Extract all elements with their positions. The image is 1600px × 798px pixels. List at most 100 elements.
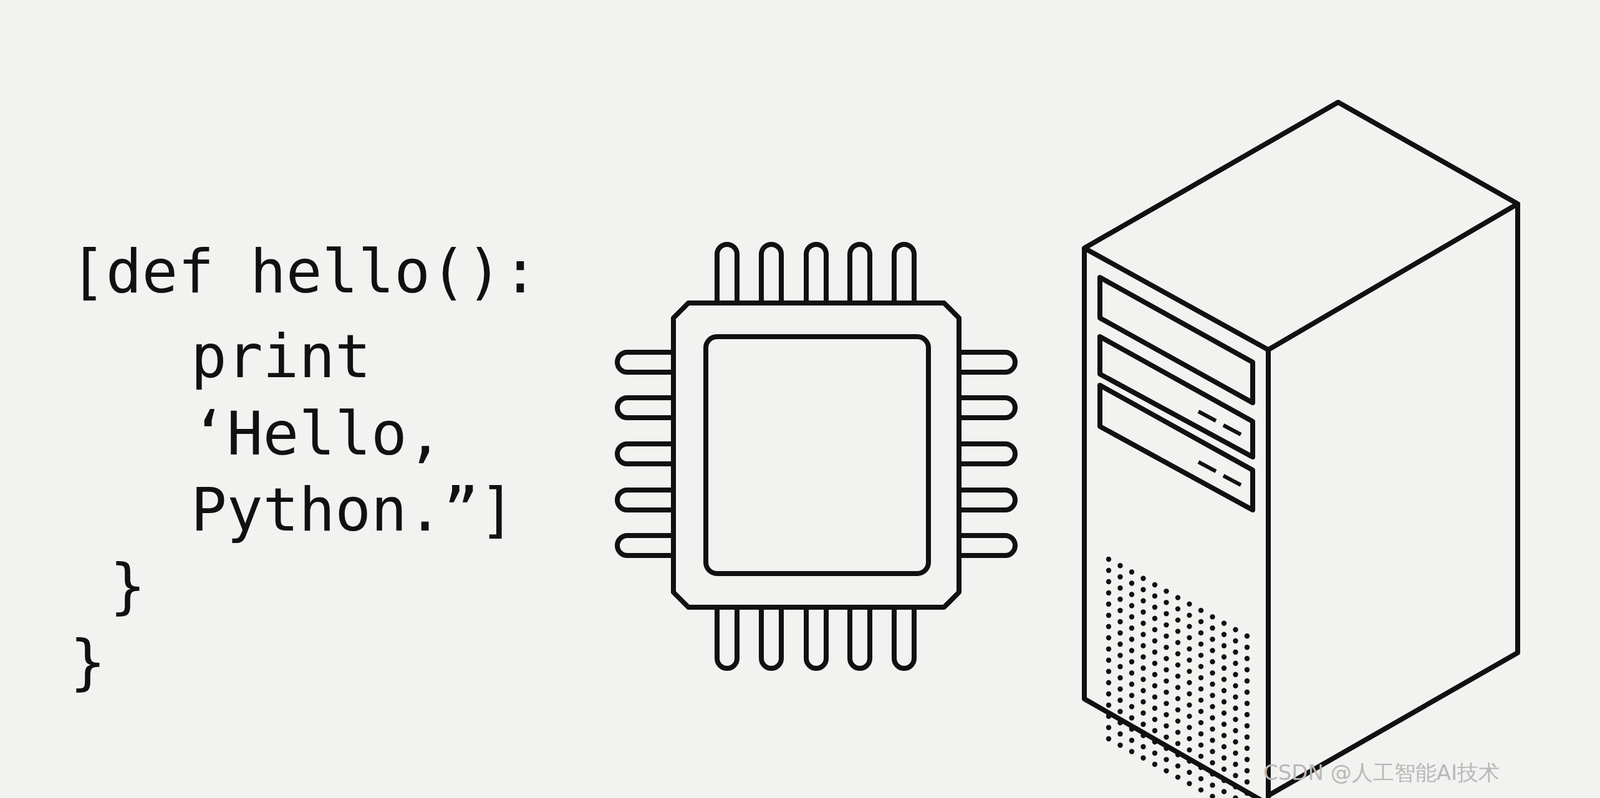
- vent-dot: [1198, 776, 1204, 782]
- vent-dot: [1152, 638, 1158, 644]
- vent-dot: [1186, 725, 1192, 731]
- vent-dot: [1232, 672, 1238, 678]
- vent-dot: [1163, 622, 1169, 628]
- vent-dot: [1129, 703, 1135, 709]
- vent-dot: [1198, 753, 1204, 759]
- vent-dot: [1209, 614, 1215, 620]
- vent-dot: [1186, 758, 1192, 764]
- vent-dot: [1232, 705, 1238, 711]
- vent-dot: [1209, 793, 1215, 798]
- vent-dot: [1244, 644, 1250, 650]
- code-line: [def hello():: [69, 241, 539, 302]
- vent-dot: [1152, 750, 1158, 756]
- vent-dot: [1186, 736, 1192, 742]
- vent-dot: [1175, 695, 1181, 701]
- vent-dot: [1152, 705, 1158, 711]
- vent-dot: [1140, 587, 1146, 593]
- vent-dot: [1163, 689, 1169, 695]
- vent-dot: [1221, 665, 1227, 671]
- vent-dot: [1140, 699, 1146, 705]
- vent-dot: [1198, 675, 1204, 681]
- vent-dot: [1175, 740, 1181, 746]
- code-brace: }: [69, 632, 107, 693]
- vent-dot: [1175, 763, 1181, 769]
- vent-dot: [1106, 702, 1112, 708]
- vent-dot: [1117, 675, 1123, 681]
- vent-dot: [1117, 720, 1123, 726]
- vent-dot: [1163, 611, 1169, 617]
- vent-dot: [1198, 641, 1204, 647]
- vent-dot: [1244, 734, 1250, 740]
- vent-dot: [1117, 708, 1123, 714]
- vent-dot: [1221, 676, 1227, 682]
- vent-dot: [1106, 568, 1112, 574]
- vent-dot: [1129, 681, 1135, 687]
- vent-dot: [1198, 765, 1204, 771]
- server-front: [1084, 248, 1269, 798]
- vent-dot: [1129, 591, 1135, 597]
- server-top: [1084, 102, 1518, 350]
- vent-dot: [1198, 787, 1204, 793]
- vent-dot: [1117, 742, 1123, 748]
- vent-dot: [1163, 644, 1169, 650]
- vent-dot: [1106, 556, 1112, 562]
- vent-dot: [1106, 669, 1112, 675]
- vent-dot: [1140, 722, 1146, 728]
- vent-dot: [1129, 602, 1135, 608]
- vent-dot: [1152, 683, 1158, 689]
- vent-dot: [1244, 655, 1250, 661]
- vent-dot: [1106, 624, 1112, 630]
- vent-dot: [1186, 770, 1192, 776]
- vent-dot: [1221, 642, 1227, 648]
- vent-dot: [1117, 563, 1123, 569]
- vent-dot: [1106, 725, 1112, 731]
- vent-dot: [1117, 697, 1123, 703]
- vent-dot: [1175, 673, 1181, 679]
- vent-dot: [1232, 784, 1238, 790]
- vent-dot: [1129, 636, 1135, 642]
- vent-dot: [1140, 744, 1146, 750]
- vent-dot: [1175, 650, 1181, 656]
- vent-dot: [1186, 702, 1192, 708]
- vent-dot: [1163, 734, 1169, 740]
- vent-dot: [1140, 576, 1146, 582]
- vent-dot: [1209, 659, 1215, 665]
- vent-dot: [1232, 795, 1238, 798]
- vent-dot: [1152, 627, 1158, 633]
- vent-dot: [1244, 779, 1250, 785]
- vent-dot: [1209, 771, 1215, 777]
- vent-dot: [1152, 604, 1158, 610]
- vent-dot: [1163, 756, 1169, 762]
- drive-light: [1223, 475, 1241, 486]
- vent-dot: [1221, 766, 1227, 772]
- vent-dot: [1106, 657, 1112, 663]
- vent-dot: [1163, 633, 1169, 639]
- vent-dot: [1221, 620, 1227, 626]
- vent-dot: [1221, 710, 1227, 716]
- vent-dot: [1209, 670, 1215, 676]
- vent-dot: [1186, 713, 1192, 719]
- vent-dot: [1221, 743, 1227, 749]
- vent-dot: [1129, 625, 1135, 631]
- chip-pins: [617, 244, 1016, 669]
- vent-dot: [1140, 733, 1146, 739]
- vent-dot: [1221, 654, 1227, 660]
- vent-dot: [1129, 670, 1135, 676]
- vent-dot: [1186, 646, 1192, 652]
- vent-dot: [1152, 761, 1158, 767]
- vent-dot: [1106, 691, 1112, 697]
- code-line: ‘Hello,: [190, 404, 444, 464]
- vent-dot: [1209, 737, 1215, 743]
- vent-dot: [1232, 627, 1238, 633]
- vent-dot: [1232, 761, 1238, 767]
- vent-dot: [1175, 684, 1181, 690]
- vent-dot: [1117, 607, 1123, 613]
- vent-dot: [1175, 718, 1181, 724]
- vent-dot: [1117, 619, 1123, 625]
- vent-dot: [1117, 686, 1123, 692]
- vent-dot: [1209, 692, 1215, 698]
- drive-light: [1198, 462, 1216, 472]
- vent-dot: [1244, 745, 1250, 751]
- vent-dot: [1175, 707, 1181, 713]
- vent-dot: [1140, 654, 1146, 660]
